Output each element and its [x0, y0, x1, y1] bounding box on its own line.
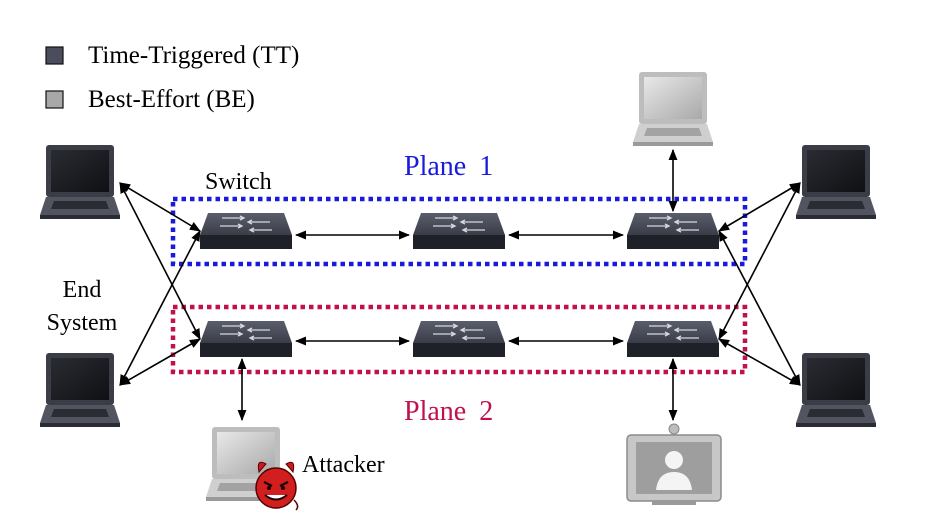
network-switch-icon	[412, 212, 506, 250]
network-switch-icon	[626, 320, 720, 358]
plane2-label: Plane 2	[404, 396, 493, 427]
network-switch-icon	[626, 212, 720, 250]
connection-links	[119, 148, 801, 422]
laptop-icon	[40, 353, 120, 427]
be-legend-label: Best-Effort (BE)	[88, 86, 255, 113]
end-system-label-line1: End	[63, 277, 102, 303]
network-switch-icon	[412, 320, 506, 358]
video-monitor-icon	[626, 423, 722, 505]
switch-label: Switch	[205, 169, 272, 195]
devil-icon	[255, 461, 299, 511]
network-switch-icon	[199, 320, 293, 358]
laptop-icon	[796, 145, 876, 219]
be-legend-swatch	[45, 90, 64, 109]
laptop-icon	[633, 72, 713, 146]
laptop-icon	[796, 353, 876, 427]
tt-legend-label: Time-Triggered (TT)	[88, 42, 299, 69]
plane1-label: Plane 1	[404, 151, 493, 182]
laptop-icon	[40, 145, 120, 219]
attacker-label: Attacker	[302, 452, 385, 478]
network-switch-icon	[199, 212, 293, 250]
end-system-label-line2: System	[47, 310, 118, 336]
tt-legend-swatch	[45, 46, 64, 65]
